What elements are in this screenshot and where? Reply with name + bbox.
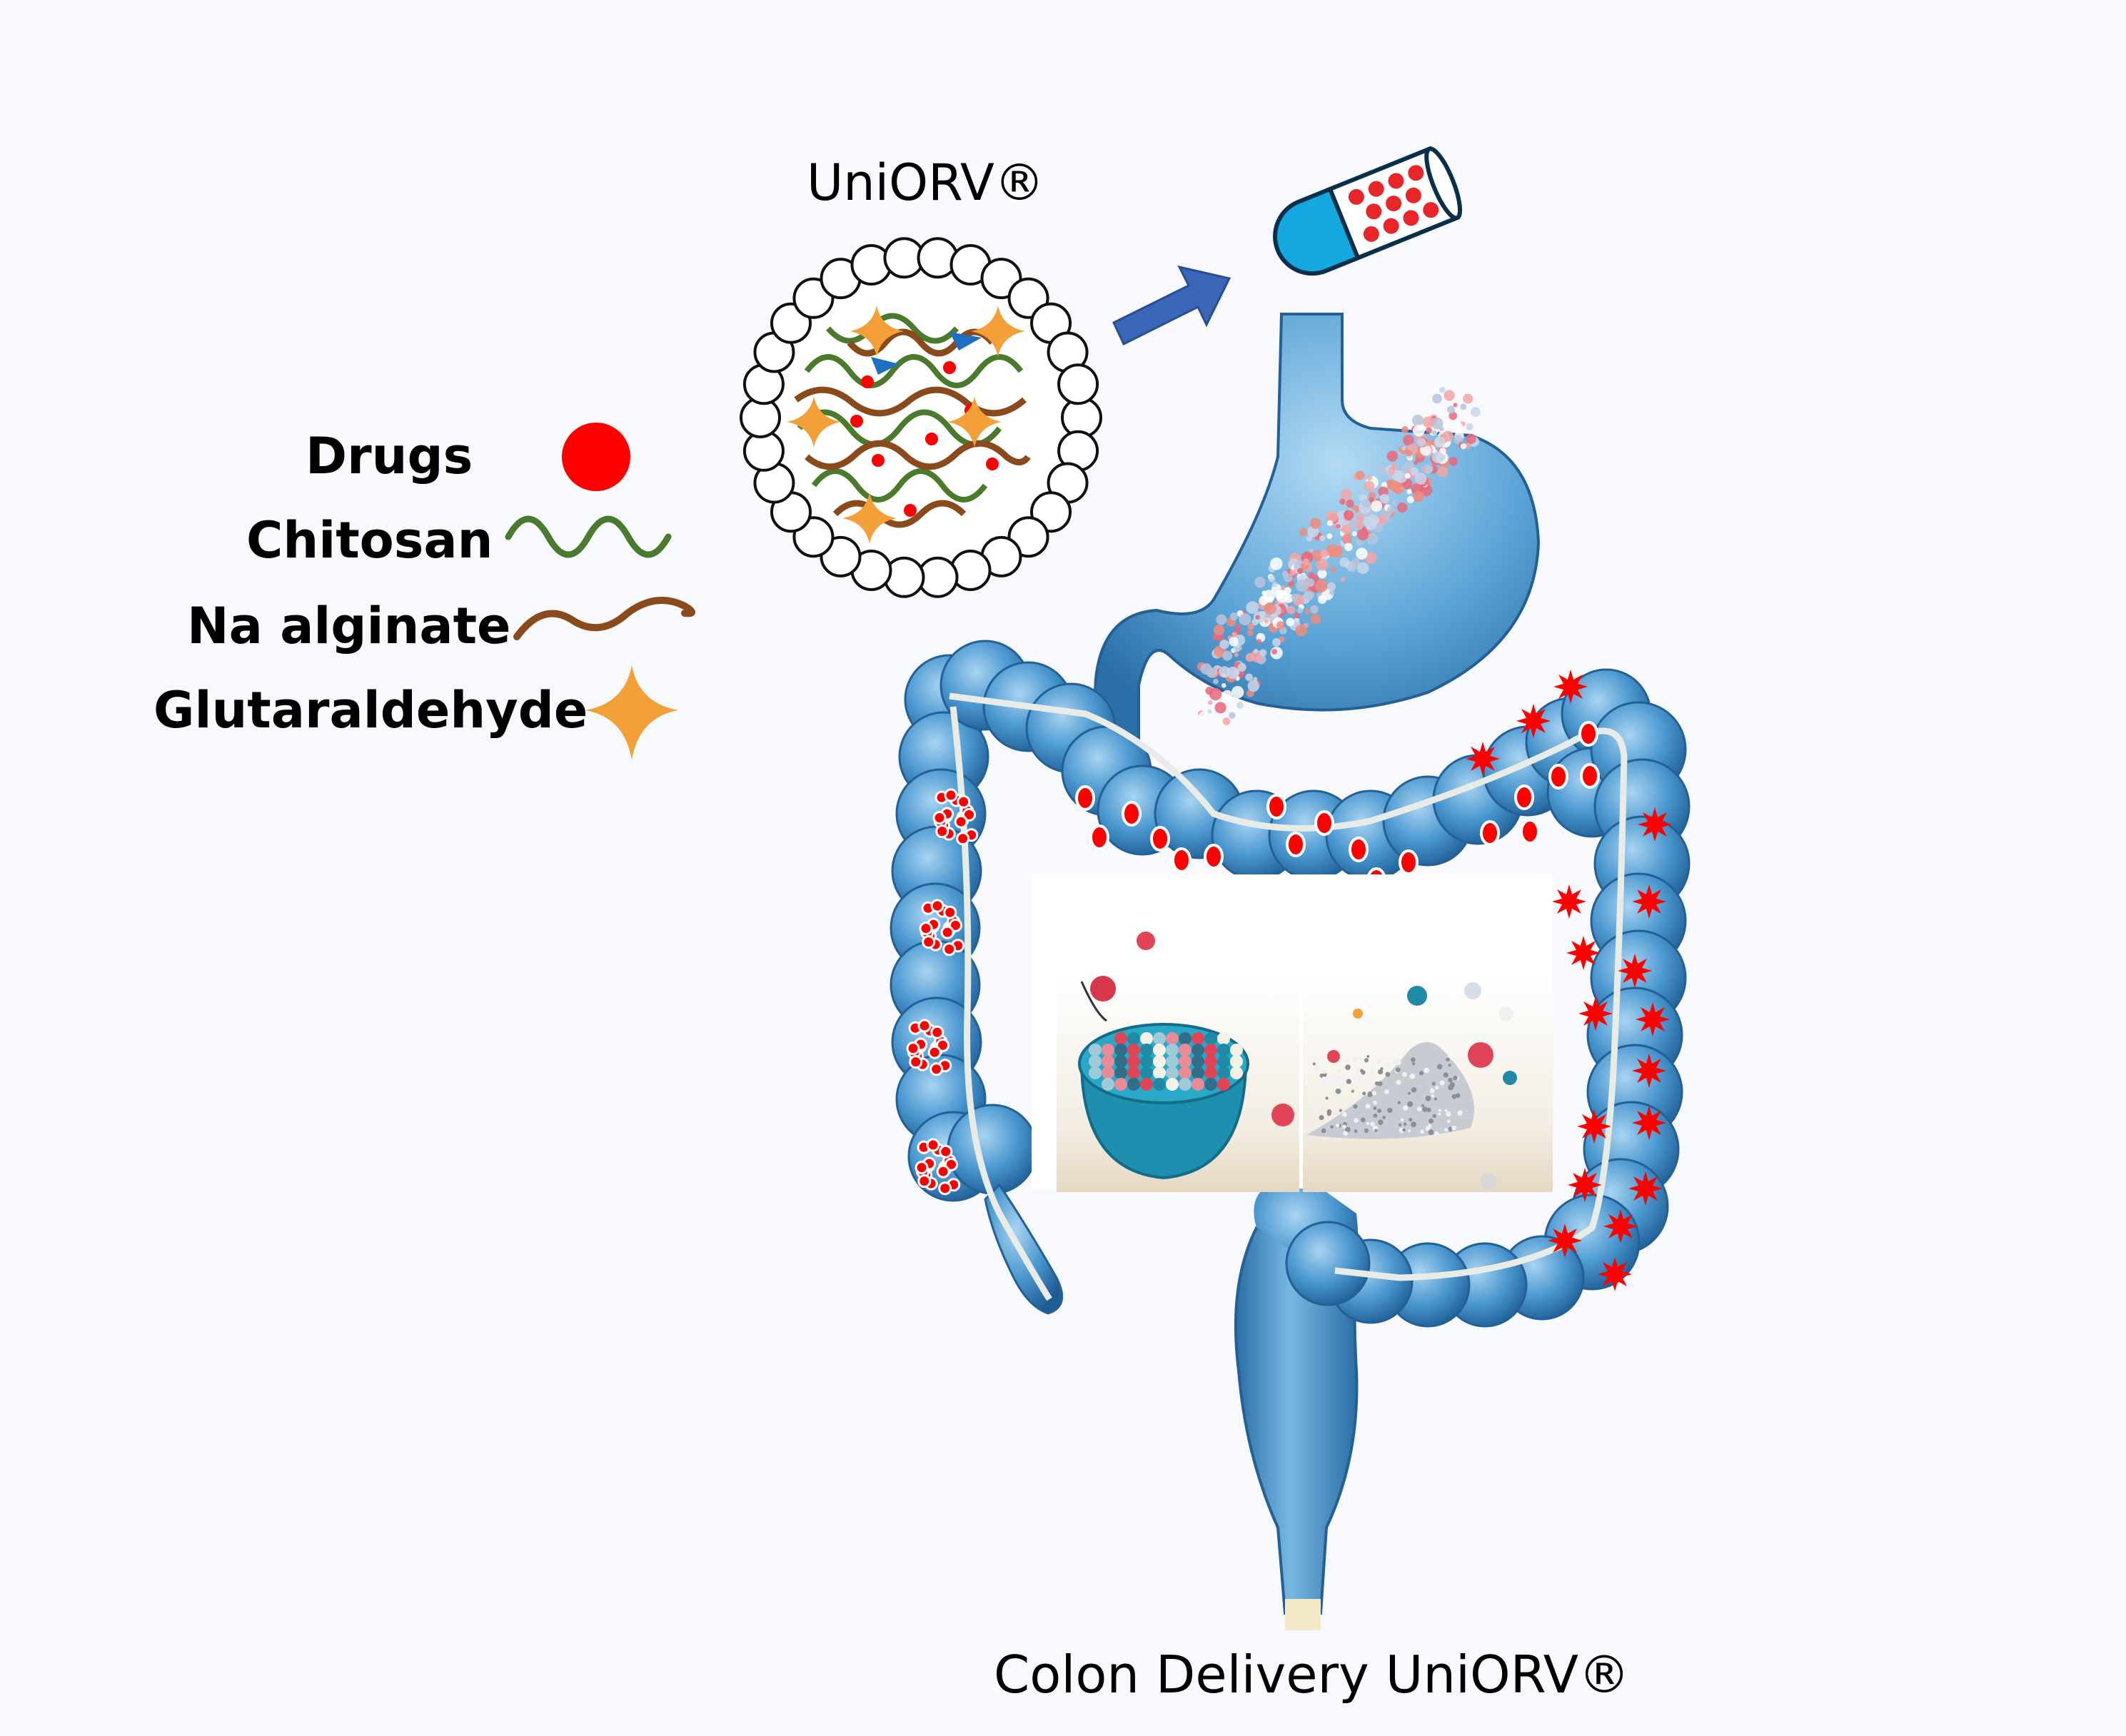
uniorv-title: UniORV®: [807, 153, 1044, 212]
chitosan-legend-icon: [505, 515, 672, 558]
legend-chitosan-label: Chitosan: [246, 511, 493, 570]
product-photo: [1032, 874, 1553, 1192]
legend-glutaraldehyde-label: Glutaraldehyde: [153, 681, 588, 740]
alginate-legend-icon: [513, 597, 695, 640]
glutaraldehyde-legend-icon: [585, 665, 678, 760]
process-arrow: [1112, 265, 1231, 346]
legend-drugs-label: Drugs: [306, 427, 473, 485]
capsule: [1273, 146, 1463, 276]
drug-clusters: [906, 788, 979, 1196]
drug-release-bursts: [1466, 670, 1672, 1291]
drug-legend-icon: [562, 423, 630, 491]
stomach: [1090, 313, 1541, 744]
powder-pile: [1306, 1042, 1474, 1139]
uniorv-particle: [740, 237, 1102, 598]
legend-alginate-label: Na alginate: [187, 597, 511, 655]
released-drugs: [1075, 721, 1600, 893]
bottom-caption: Colon Delivery UniORV®: [994, 1645, 1630, 1705]
